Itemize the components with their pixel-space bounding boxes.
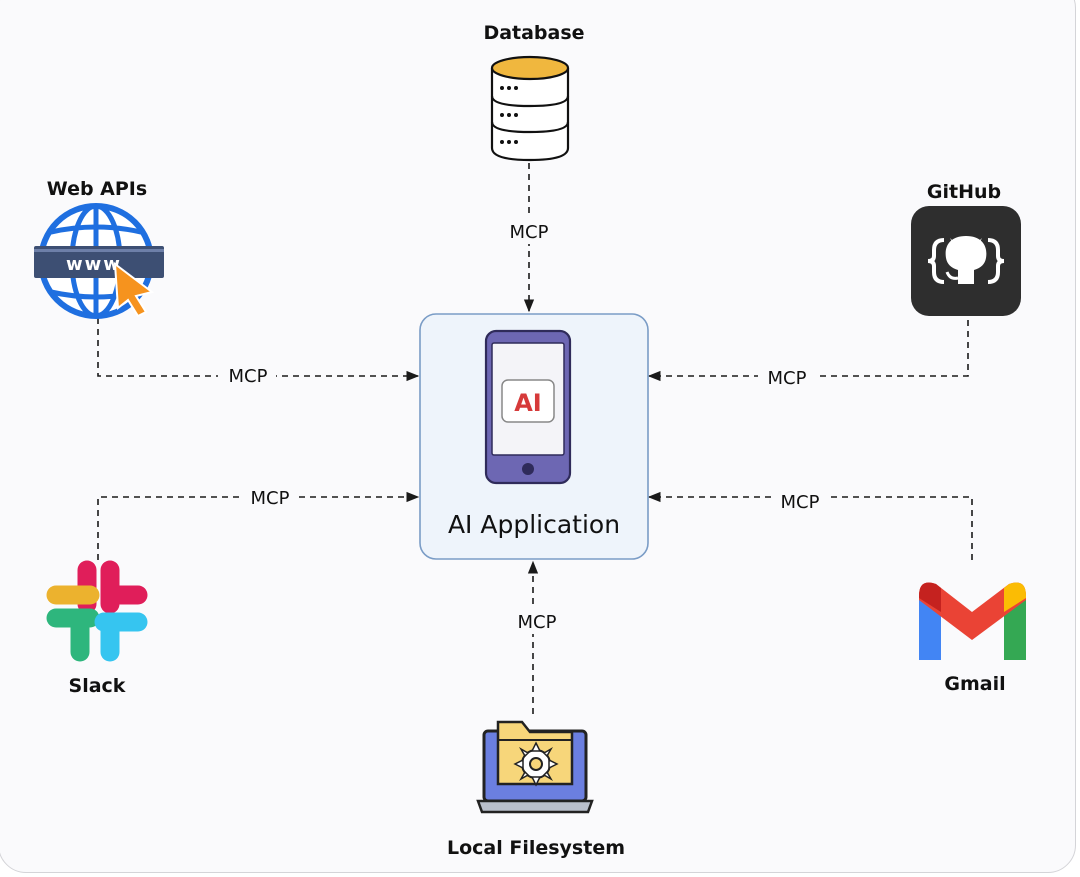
connector-database: MCP xyxy=(500,163,558,313)
github-node[interactable]: GitHub xyxy=(911,181,1021,316)
github-label: GitHub xyxy=(927,181,1001,203)
ai-badge: AI xyxy=(514,389,542,417)
globe-www-icon: www xyxy=(34,203,164,319)
filesystem-label: Local Filesystem xyxy=(447,837,625,859)
phone-icon: AI xyxy=(484,329,572,485)
www-badge: www xyxy=(66,254,122,275)
connector-github: MCP xyxy=(647,320,969,390)
slack-icon xyxy=(46,560,148,662)
database-icon xyxy=(490,55,570,162)
web-apis-label: Web APIs xyxy=(47,178,147,200)
ai-application-node[interactable]: AI AI Application xyxy=(419,313,649,560)
database-label: Database xyxy=(483,22,584,44)
ai-application-title: AI Application xyxy=(448,510,620,539)
laptop-folder-icon xyxy=(476,720,594,814)
web-apis-node[interactable]: Web APIs www xyxy=(34,178,164,319)
connector-filesystem: MCP xyxy=(506,560,564,714)
mcp-label-filesystem: MCP xyxy=(518,612,557,633)
mcp-label-database: MCP xyxy=(510,222,549,243)
slack-label: Slack xyxy=(69,675,126,697)
mcp-label-gmail: MCP xyxy=(781,492,820,513)
mcp-label-slack: MCP xyxy=(251,488,290,509)
database-node[interactable]: Database xyxy=(483,22,585,162)
connector-gmail: MCP xyxy=(647,488,973,560)
connector-web-apis: MCP xyxy=(97,318,420,388)
gmail-node[interactable]: Gmail xyxy=(919,582,1026,696)
filesystem-node[interactable]: Local Filesystem xyxy=(447,720,625,859)
gmail-icon xyxy=(919,582,1026,660)
slack-node[interactable]: Slack xyxy=(46,560,148,697)
mcp-label-github: MCP xyxy=(768,368,807,389)
github-icon xyxy=(911,206,1021,316)
gmail-label: Gmail xyxy=(944,673,1005,695)
connector-slack: MCP xyxy=(97,484,420,560)
mcp-label-web-apis: MCP xyxy=(229,366,268,387)
